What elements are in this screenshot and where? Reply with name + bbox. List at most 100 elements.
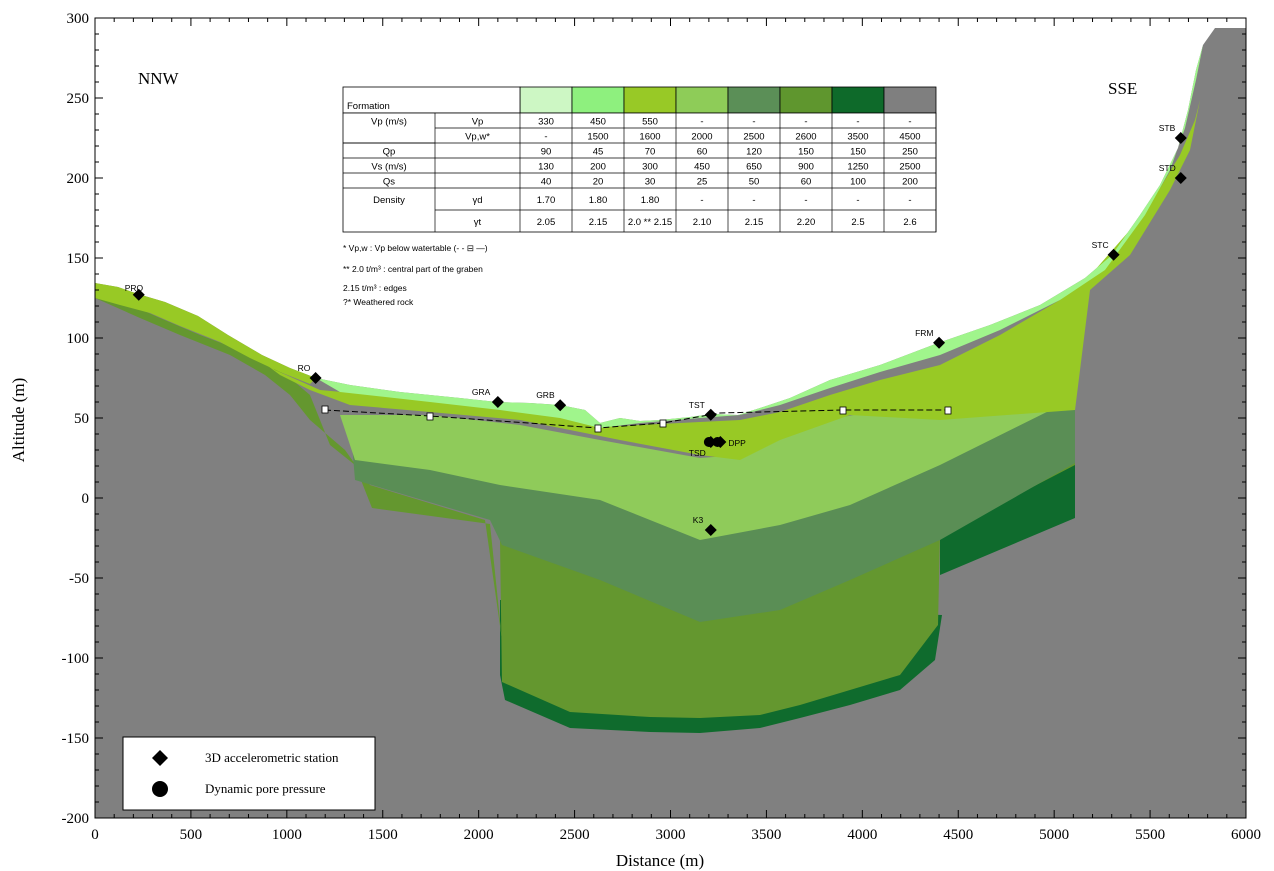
x-tick-label: 1000 <box>272 827 302 843</box>
table-cell: 20 <box>593 177 604 188</box>
water-table-marker <box>426 412 434 421</box>
station-label: STB <box>1159 123 1176 133</box>
table-cell: 45 <box>593 147 604 158</box>
x-tick-label: 5000 <box>1039 827 1069 843</box>
pore-pressure-marker <box>703 437 714 447</box>
table-cell: 50 <box>749 177 760 188</box>
water-table-marker <box>839 406 847 415</box>
table-cell: 100 <box>850 177 866 188</box>
note-line: 2.15 t/m³ : edges <box>343 283 407 293</box>
table-cell: 1600 <box>639 132 660 143</box>
station-label: K3 <box>693 515 704 525</box>
station-marker-std <box>1174 172 1187 184</box>
formation-swatch <box>675 86 729 114</box>
table-cell: 1.70 <box>537 195 556 206</box>
x-tick-label: 3000 <box>656 827 686 843</box>
station-marker-ro <box>309 372 322 384</box>
formation-swatch <box>727 86 781 114</box>
table-row-sublabel: γd <box>472 195 482 206</box>
direction-left-label: NNW <box>138 69 180 88</box>
station-marker-k3 <box>704 524 717 536</box>
station-marker-gra <box>491 396 504 408</box>
table-cell: 90 <box>541 147 552 158</box>
table-cell: 150 <box>798 147 814 158</box>
table-cell: 1.80 <box>589 195 608 206</box>
x-tick-label: 2500 <box>560 827 590 843</box>
x-tick-label: 0 <box>91 827 99 843</box>
direction-right-label: SSE <box>1108 79 1137 98</box>
station-label: FRM <box>915 328 933 338</box>
water-table-marker <box>659 419 667 428</box>
table-cell: 300 <box>642 162 658 173</box>
x-tick-label: 1500 <box>368 827 398 843</box>
y-tick-label: 100 <box>67 331 90 347</box>
station-label: PRO <box>125 283 144 293</box>
y-tick-label: -100 <box>62 651 90 667</box>
table-cell: - <box>752 195 755 206</box>
table-cell: 30 <box>645 177 656 188</box>
table-cell: 450 <box>590 117 606 128</box>
table-cell: 2.15 <box>745 217 764 228</box>
water-table-marker <box>594 424 602 433</box>
station-label: TST <box>689 400 705 410</box>
y-tick-label: 0 <box>82 491 90 507</box>
station-marker-stc <box>1107 248 1120 261</box>
formation-swatch <box>519 86 573 114</box>
y-tick-label: -50 <box>69 571 89 587</box>
table-cell: 150 <box>850 147 866 158</box>
table-cell: 2.5 <box>851 217 864 228</box>
table-row-label: Density <box>373 195 405 206</box>
table-cell: 4500 <box>899 132 920 143</box>
water-table-markers <box>321 405 952 433</box>
table-row-sublabel: Vp,w* <box>465 132 490 143</box>
note-line: ** 2.0 t/m³ : central part of the graben <box>343 264 483 274</box>
layer-yellow-green <box>240 100 1200 460</box>
table-body <box>342 112 937 233</box>
legend-label: 3D accelerometric station <box>205 750 339 765</box>
x-tick-label: 4000 <box>847 827 877 843</box>
table-row-label: Vp (m/s) <box>371 117 407 128</box>
table-cell: 40 <box>541 177 552 188</box>
table-cell: 3500 <box>847 132 868 143</box>
x-tick-label: 3500 <box>751 827 781 843</box>
table-cell: 2.15 <box>589 217 608 228</box>
station-marker-grb <box>554 399 567 412</box>
y-axis-title: Altitude (m) <box>9 378 28 463</box>
table-cell: 60 <box>801 177 812 188</box>
x-axis-title: Distance (m) <box>616 851 704 870</box>
station-marker-stb <box>1174 132 1187 144</box>
station-marker-frm <box>933 336 946 349</box>
layer-pale-green <box>316 45 1203 428</box>
table-cell: - <box>700 117 703 128</box>
station-label: GRA <box>472 387 491 397</box>
formation-swatch <box>623 86 677 114</box>
table-cell: 2500 <box>743 132 764 143</box>
table-row-label: Qp <box>383 147 396 158</box>
table-cell: 60 <box>697 147 708 158</box>
table-cell: - <box>908 117 911 128</box>
formation-swatch <box>831 86 885 114</box>
table-cell: - <box>544 132 547 143</box>
table-cell: 650 <box>746 162 762 173</box>
note-line: ?* Weathered rock <box>343 297 414 307</box>
table-cell: 550 <box>642 117 658 128</box>
table-cell: - <box>804 117 807 128</box>
note-line: * Vp,w : Vp below watertable (- - ⊟ —) <box>343 243 488 253</box>
table-cell: 130 <box>538 162 554 173</box>
legend-circle-icon <box>152 781 168 797</box>
table-row-label: Qs <box>383 177 395 188</box>
legend: 3D accelerometric station Dynamic pore p… <box>122 736 376 811</box>
station-label: STD <box>1159 163 1176 173</box>
table-cell: 2600 <box>795 132 816 143</box>
table-cell: 2.10 <box>693 217 712 228</box>
formation-swatch <box>571 86 625 114</box>
table-row-sublabel: Vp <box>472 117 484 128</box>
y-tick-label: -150 <box>62 731 90 747</box>
pore-pressure-marker <box>712 437 723 447</box>
layer-left-surface <box>95 283 316 384</box>
y-tick-label: 50 <box>74 411 89 427</box>
table-cell: 200 <box>590 162 606 173</box>
table-cell: - <box>856 195 859 206</box>
